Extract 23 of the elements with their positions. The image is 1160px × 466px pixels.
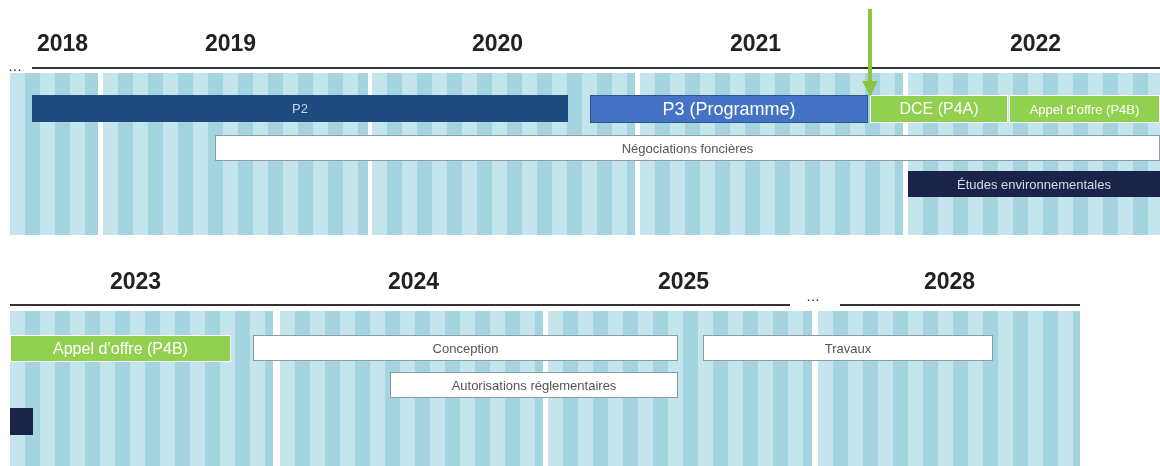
- timeline-bar: Négociations foncières: [215, 135, 1160, 161]
- year-label: 2022: [1010, 30, 1062, 57]
- timeline-bar: DCE (P4A): [870, 95, 1008, 123]
- timeline-bar: Études environnementales: [908, 171, 1160, 197]
- year-label: 2019: [205, 30, 257, 57]
- ellipsis: …: [8, 58, 22, 74]
- timeline-bar: P2: [32, 95, 568, 122]
- year-label: 2021: [730, 30, 782, 57]
- year-label: 2028: [924, 268, 976, 295]
- timeline-bar: Autorisations réglementaires: [390, 372, 678, 398]
- timeline-bar: Travaux: [703, 335, 993, 361]
- year-label: 2018: [37, 30, 89, 57]
- year-label: 2023: [110, 268, 162, 295]
- timeline-bar: Appel d’offre (P4B): [1009, 95, 1160, 123]
- timeline-bar: P3 (Programme): [590, 95, 868, 123]
- arrow: [862, 9, 878, 97]
- year-label: 2025: [658, 268, 710, 295]
- year-label: 2020: [472, 30, 524, 57]
- ellipsis: …: [806, 288, 820, 304]
- year-label: 2024: [388, 268, 440, 295]
- timeline-bar: Conception: [253, 335, 678, 361]
- timeline-bar: [10, 408, 33, 435]
- timeline-bar: Appel d’offre (P4B): [10, 335, 231, 362]
